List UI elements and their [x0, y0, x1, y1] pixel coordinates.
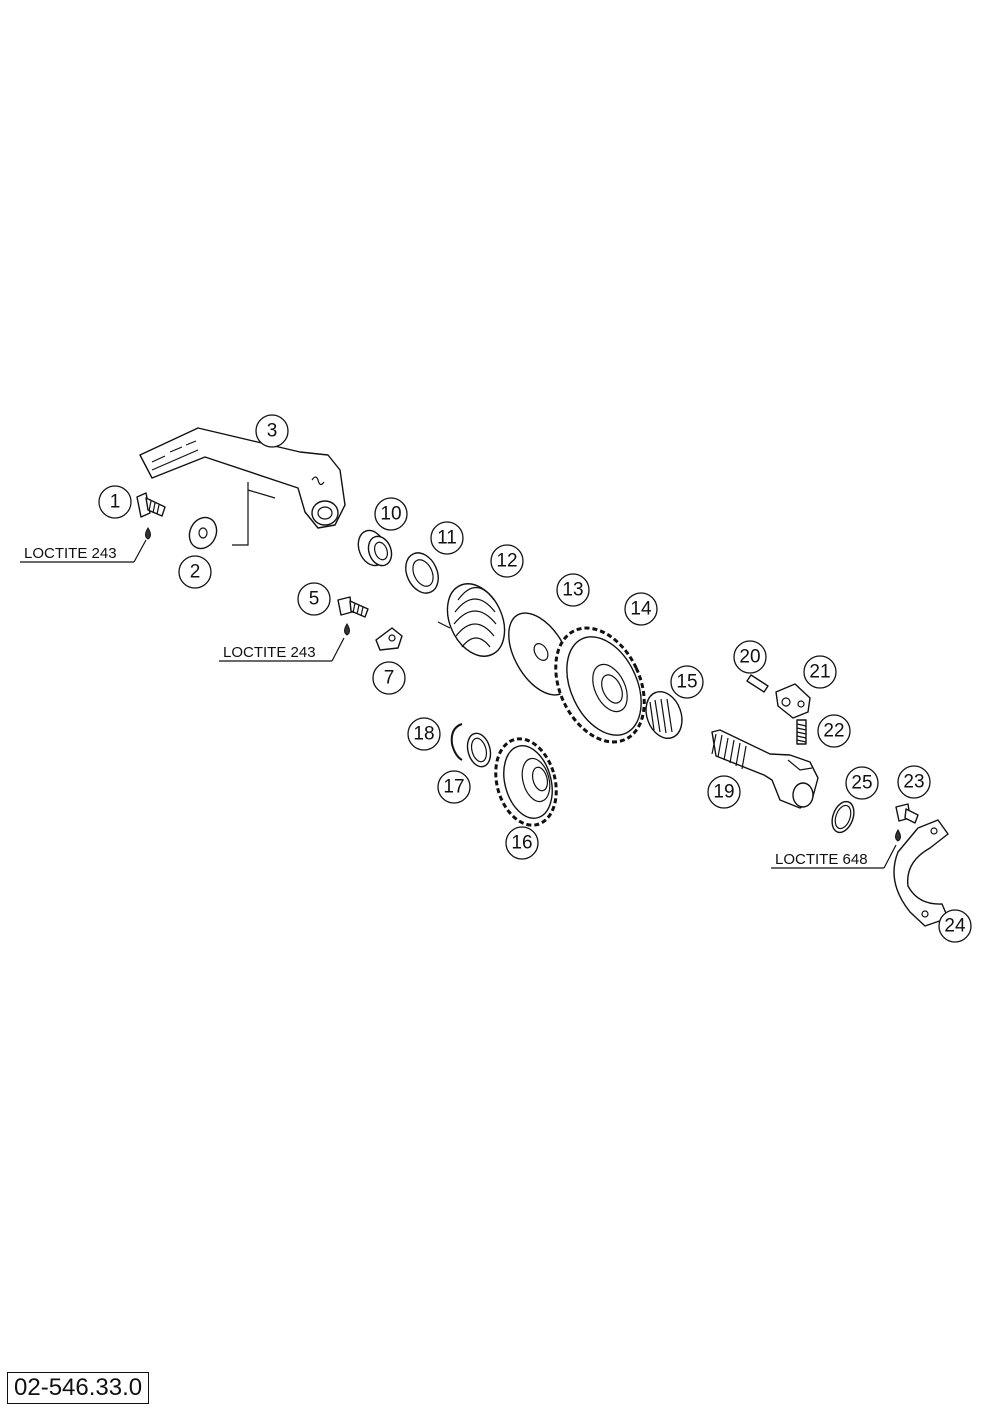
- callout-14: 14: [624, 592, 658, 626]
- part-washer-17: [466, 732, 492, 768]
- callout-3: 3: [255, 414, 289, 448]
- svg-text:7: 7: [384, 668, 395, 689]
- svg-text:23: 23: [903, 772, 924, 793]
- svg-text:10: 10: [380, 504, 401, 525]
- part-kickstart-lever: [139, 427, 346, 546]
- loctite-label-b-text: LOCTITE 243: [223, 644, 316, 661]
- svg-text:2: 2: [190, 562, 201, 583]
- part-o-ring-25: [831, 800, 855, 834]
- svg-text:11: 11: [437, 528, 457, 549]
- part-screw-5: [337, 596, 369, 636]
- part-screw-23: [895, 803, 919, 842]
- part-needle-bearing-15: [645, 691, 683, 739]
- loctite-label-b: LOCTITE 243: [219, 637, 345, 662]
- part-pin-20: [746, 674, 769, 693]
- part-ring-11: [405, 552, 439, 594]
- svg-text:24: 24: [944, 916, 966, 937]
- svg-text:3: 3: [267, 421, 278, 442]
- part-ratchet-21: [775, 683, 811, 719]
- callout-18: 18: [407, 717, 441, 751]
- svg-text:13: 13: [562, 580, 583, 601]
- part-screw-1: [136, 492, 166, 540]
- svg-text:19: 19: [713, 782, 734, 803]
- svg-text:22: 22: [823, 721, 844, 742]
- svg-text:18: 18: [413, 724, 434, 745]
- callout-22: 22: [817, 714, 851, 748]
- callout-5: 5: [297, 582, 331, 616]
- svg-text:15: 15: [676, 672, 697, 693]
- callout-11: 11: [430, 521, 464, 555]
- svg-text:12: 12: [496, 551, 517, 572]
- diagram-code-label: 02-546.33.0: [7, 1372, 150, 1404]
- callout-16: 16: [505, 826, 539, 860]
- svg-text:5: 5: [309, 589, 320, 610]
- callout-12: 12: [490, 544, 524, 578]
- callout-15: 15: [670, 665, 704, 699]
- callout-20: 20: [733, 640, 767, 674]
- callout-7: 7: [372, 661, 406, 695]
- callout-10: 10: [374, 497, 408, 531]
- callout-17: 17: [437, 770, 471, 804]
- part-gear-16: [494, 737, 558, 827]
- svg-text:16: 16: [511, 833, 532, 854]
- part-bushing-10: [357, 529, 393, 567]
- callout-2: 2: [178, 555, 212, 589]
- svg-text:21: 21: [809, 662, 830, 683]
- svg-text:25: 25: [851, 773, 872, 794]
- svg-text:17: 17: [443, 777, 464, 798]
- svg-text:20: 20: [739, 647, 760, 668]
- callout-23: 23: [897, 765, 931, 799]
- callout-19: 19: [707, 775, 741, 809]
- part-kickstart-shaft-19: [711, 729, 819, 809]
- loctite-label-c: LOCTITE 648: [771, 844, 897, 869]
- part-catch-7: [375, 627, 403, 651]
- loctite-label-a: LOCTITE 243: [20, 539, 147, 563]
- part-gear-14: [554, 626, 646, 744]
- loctite-label-a-text: LOCTITE 243: [24, 545, 117, 562]
- part-spring-12: [437, 583, 506, 657]
- callout-21: 21: [803, 655, 837, 689]
- svg-text:1: 1: [110, 492, 121, 513]
- part-spring-22: [796, 719, 807, 745]
- callout-24: 24: [938, 909, 972, 943]
- svg-text:14: 14: [630, 599, 652, 620]
- part-circlip-18: [450, 723, 463, 761]
- callout-13: 13: [556, 573, 590, 607]
- callout-25: 25: [845, 766, 879, 800]
- part-guide-plate-24: [893, 819, 949, 927]
- loctite-label-c-text: LOCTITE 648: [775, 851, 868, 868]
- callout-1: 1: [98, 485, 132, 519]
- part-washer-2: [188, 516, 218, 550]
